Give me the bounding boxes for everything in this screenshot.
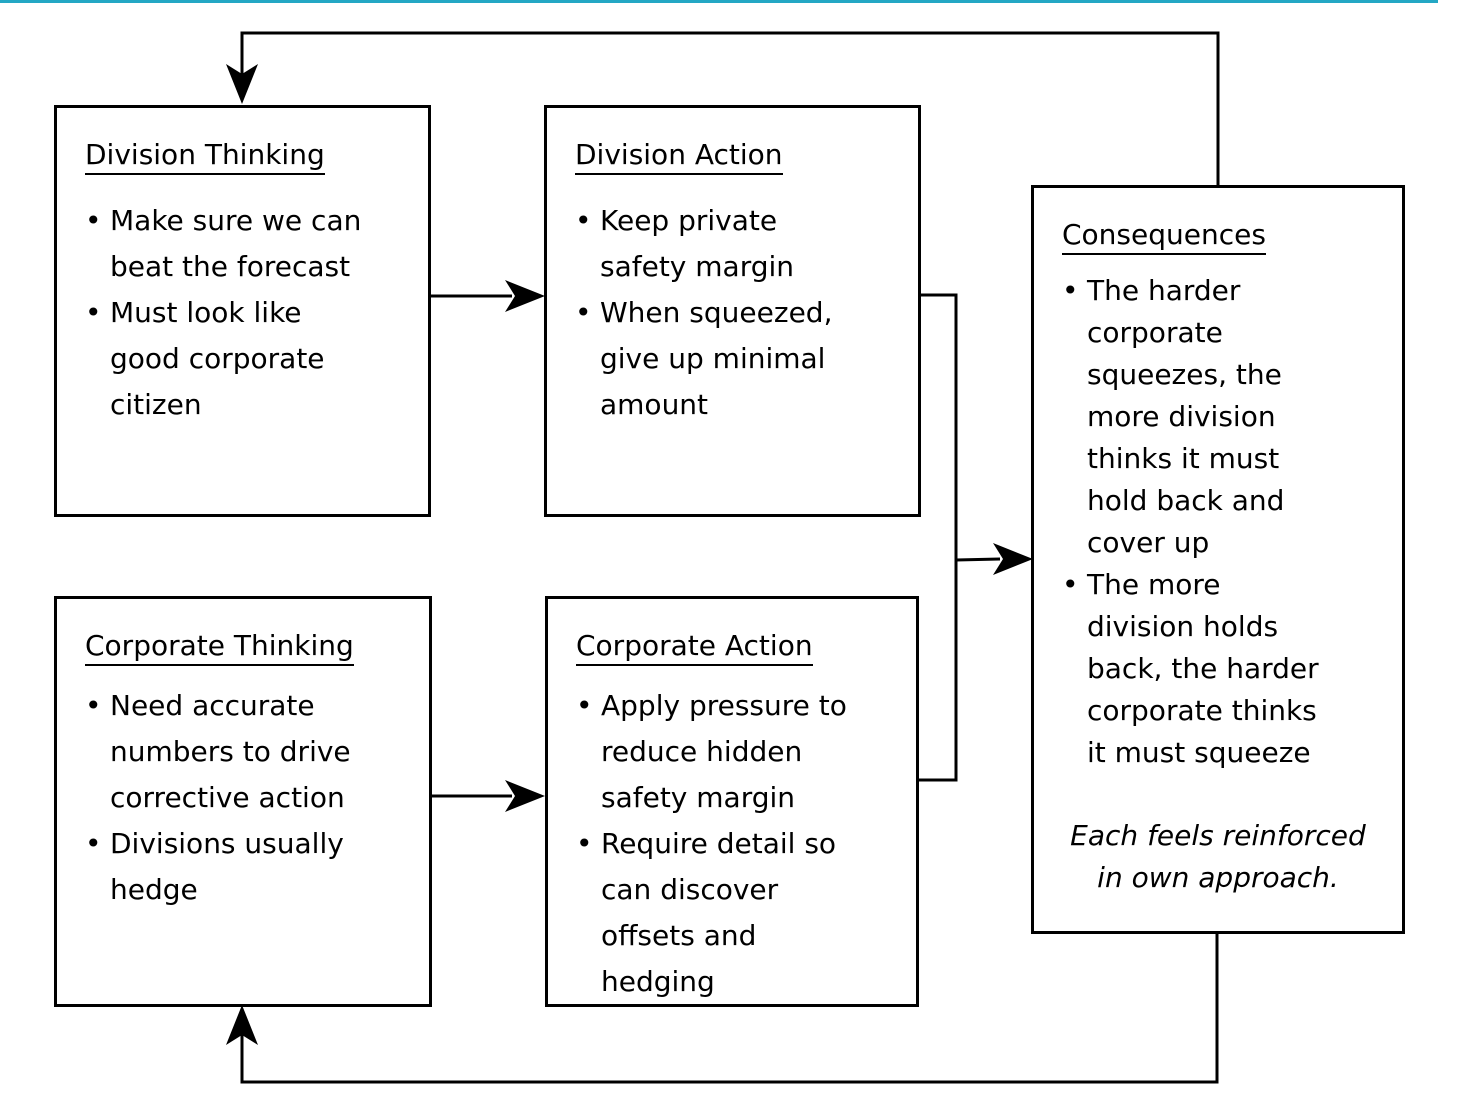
loop-line-bottom — [240, 933, 1219, 1084]
bullet-icon: • — [85, 204, 102, 237]
bullet-item: •The harder corporate squeezes, the more… — [1062, 270, 1319, 564]
box-title: Corporate Thinking — [85, 629, 354, 666]
box-title: Corporate Action — [576, 629, 813, 666]
bullet-list: •Apply pressure to reduce hidden safety … — [576, 683, 847, 1005]
bullet-text: Require detail so can discover offsets a… — [601, 827, 837, 998]
bullet-item: •Need accurate numbers to drive correcti… — [85, 683, 351, 821]
bullet-list: •Make sure we can beat the forecast •Mus… — [85, 198, 361, 428]
bullet-icon: • — [85, 296, 102, 329]
arrowhead-right-icon — [505, 780, 545, 812]
connector-division-action-out — [920, 293, 958, 560]
bullet-text: Apply pressure to reduce hidden safety m… — [601, 689, 847, 814]
bullet-item: •When squeezed, give up minimal amount — [575, 290, 832, 428]
consequences-box: Consequences •The harder corporate squee… — [1031, 185, 1405, 934]
bullet-text: Make sure we can beat the forecast — [110, 204, 362, 283]
bullet-list: •Keep private safety margin •When squeez… — [575, 198, 832, 428]
division-action-box: Division Action •Keep private safety mar… — [544, 105, 921, 517]
bullet-icon: • — [575, 204, 592, 237]
bullet-text: Must look like good corporate citizen — [110, 296, 325, 421]
bullet-icon: • — [576, 689, 593, 722]
arrowhead-right-icon — [993, 543, 1033, 575]
box-title: Division Action — [575, 138, 783, 175]
bullet-text: The more division holds back, the harder… — [1087, 568, 1319, 769]
arrowhead-up-icon — [226, 1005, 258, 1045]
corporate-thinking-box: Corporate Thinking •Need accurate number… — [54, 596, 432, 1007]
bullet-icon: • — [575, 296, 592, 329]
corporate-action-box: Corporate Action •Apply pressure to redu… — [545, 596, 919, 1007]
box-title: Consequences — [1062, 218, 1266, 255]
bullet-icon: • — [85, 827, 102, 860]
top-rule — [0, 0, 1438, 3]
loop-line-top — [240, 31, 1220, 186]
bullet-item: •Keep private safety margin — [575, 198, 832, 290]
bullet-list: •The harder corporate squeezes, the more… — [1062, 270, 1319, 774]
bullet-icon: • — [576, 827, 593, 860]
bullet-text: Keep private safety margin — [600, 204, 795, 283]
bullet-item: •The more division holds back, the harde… — [1062, 564, 1319, 774]
bullet-text: The harder corporate squeezes, the more … — [1087, 274, 1285, 559]
box-title: Division Thinking — [85, 138, 325, 175]
bullet-icon: • — [1062, 568, 1079, 601]
connector-corporate-action-out — [918, 560, 958, 782]
division-thinking-box: Division Thinking •Make sure we can beat… — [54, 105, 431, 517]
connector-to-consequences — [955, 557, 1001, 562]
arrowhead-right-icon — [505, 280, 545, 312]
bullet-item: •Make sure we can beat the forecast — [85, 198, 361, 290]
bullet-item: •Must look like good corporate citizen — [85, 290, 361, 428]
bullet-text: When squeezed, give up minimal amount — [600, 296, 833, 421]
bullet-text: Need accurate numbers to drive correctiv… — [110, 689, 351, 814]
bullet-item: •Divisions usually hedge — [85, 821, 351, 913]
bullet-text: Divisions usually hedge — [110, 827, 344, 906]
bullet-icon: • — [1062, 274, 1079, 307]
bullet-item: •Require detail so can discover offsets … — [576, 821, 847, 1005]
arrowhead-down-icon — [226, 64, 258, 104]
bullet-list: •Need accurate numbers to drive correcti… — [85, 683, 351, 913]
bullet-icon: • — [85, 689, 102, 722]
bullet-item: •Apply pressure to reduce hidden safety … — [576, 683, 847, 821]
reinforcement-note: Each feels reinforced in own approach. — [1070, 819, 1366, 894]
